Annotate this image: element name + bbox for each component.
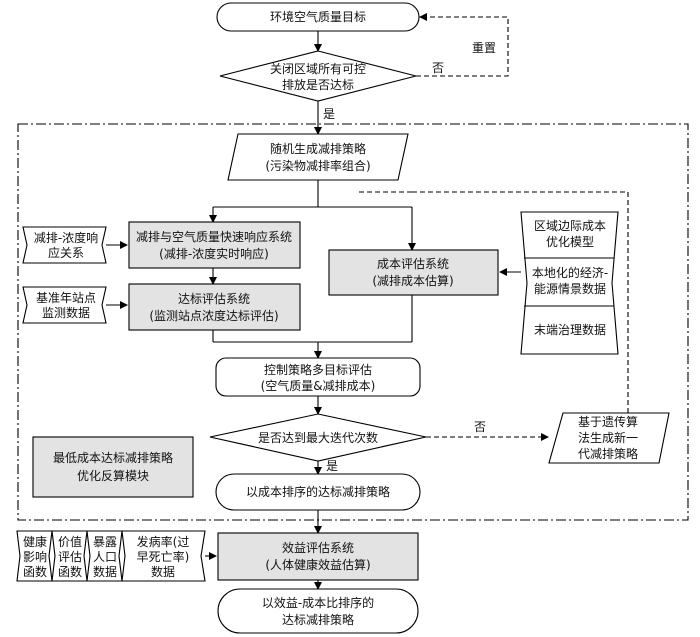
- random-strategy-label-1: 随机生成减排策略: [270, 141, 366, 156]
- benefit-system-label-1: 效益评估系统: [282, 540, 354, 555]
- cost-inputs-group: [520, 211, 619, 355]
- decision-iteration-node: [209, 413, 427, 462]
- health-label-2: 影响: [23, 549, 47, 564]
- no-closed-label: 否: [432, 61, 444, 75]
- response-system-node: [128, 221, 301, 269]
- env-target-node: [216, 2, 420, 32]
- regional-cost-label-1: 区域边际成本: [534, 219, 606, 233]
- value-label-3: 函数: [58, 564, 82, 579]
- incidence-input: [121, 530, 206, 582]
- local-energy-label-1: 本地化的经济-: [532, 265, 608, 280]
- reduction-conc-label-1: 减排-浓度响: [34, 230, 98, 245]
- cost-system-label-1: 成本评估系统: [377, 257, 449, 271]
- end-treatment-label: 末端治理数据: [534, 322, 606, 337]
- cost-system-node: [328, 249, 499, 296]
- yes-iter-label: 是: [326, 459, 338, 473]
- baseline-input-node: [22, 286, 107, 324]
- module-label-1: 最低成本达标减排策略: [53, 450, 173, 465]
- final-strategy-label-2: 达标减排策略: [282, 612, 354, 627]
- multi-objective-label-2: (空气质量&减排成本): [261, 378, 376, 393]
- ga-strategy-label-3: 代减排策略: [578, 446, 638, 461]
- incidence-label-1: 发病率(过: [137, 534, 190, 549]
- reduction-conc-label-2: 应关系: [48, 245, 84, 260]
- module-label-2: 优化反算模块: [77, 468, 149, 483]
- multi-objective-label-1: 控制策略多目标评估: [264, 362, 372, 377]
- value-label-1: 价值: [58, 534, 82, 549]
- reduction-conc-input-node: [22, 226, 107, 264]
- decision-closed-label-1: 关闭区域所有可控: [270, 62, 366, 76]
- no-iter-label: 否: [474, 420, 486, 434]
- ga-strategy-node: [548, 412, 670, 464]
- incidence-label-2: 早死亡率): [137, 549, 190, 564]
- module-label-node: [32, 436, 194, 498]
- final-strategy-label-1: 以效益-成本比排序的: [262, 595, 374, 610]
- multi-objective-node: [215, 357, 421, 397]
- health-label-3: 函数: [23, 564, 47, 579]
- local-energy-label-2: 能源情景数据: [534, 281, 606, 296]
- random-strategy-node: [227, 133, 409, 181]
- decision-closed-node: [219, 50, 417, 102]
- final-strategy-node: [217, 588, 419, 634]
- random-strategy-label-2: (污染物减排率组合): [265, 158, 370, 173]
- reset-label: 重置: [472, 41, 496, 55]
- exposure-label-1: 暴露: [93, 535, 117, 549]
- regional-cost-label-2: 优化模型: [546, 235, 594, 249]
- benefit-system-label-2: (人体健康效益估算): [265, 557, 370, 572]
- value-label-2: 评估: [58, 550, 82, 564]
- cost-system-label-2: (减排成本估算): [372, 273, 453, 288]
- response-system-label-2: (减排-浓度实时响应): [159, 246, 269, 261]
- incidence-label-3: 数据: [151, 564, 175, 579]
- optimization-module-boundary: [17, 123, 689, 521]
- attainment-system-label-1: 达标评估系统: [178, 292, 250, 306]
- attainment-system-node: [128, 283, 301, 331]
- yes-closed-label: 是: [323, 107, 335, 121]
- benefit-system-node: [217, 532, 419, 581]
- attainment-system-label-2: (监测站点浓度达标评估): [149, 308, 278, 323]
- ranked-cost-node: [215, 473, 421, 511]
- ga-strategy-label-1: 基于遗传算: [578, 414, 638, 429]
- decision-iteration-label: 是否达到最大迭代次数: [258, 430, 378, 445]
- health-label-1: 健康: [23, 534, 47, 549]
- exposure-label-2: 人口: [93, 550, 117, 564]
- decision-closed-label-2: 排放是否达标: [282, 77, 354, 92]
- env-target-label: 环境空气质量目标: [270, 9, 366, 24]
- exposure-label-3: 数据: [93, 564, 117, 579]
- edge-reset: [416, 13, 509, 77]
- ranked-cost-label: 以成本排序的达标减排策略: [246, 484, 390, 499]
- edge-ga-loop: [412, 191, 629, 413]
- baseline-label-2: 监测数据: [42, 305, 90, 320]
- ga-strategy-label-2: 法生成新一: [578, 430, 638, 445]
- baseline-label-1: 基准年站点: [36, 291, 96, 305]
- response-system-label-1: 减排与空气质量快速响应系统: [136, 229, 292, 244]
